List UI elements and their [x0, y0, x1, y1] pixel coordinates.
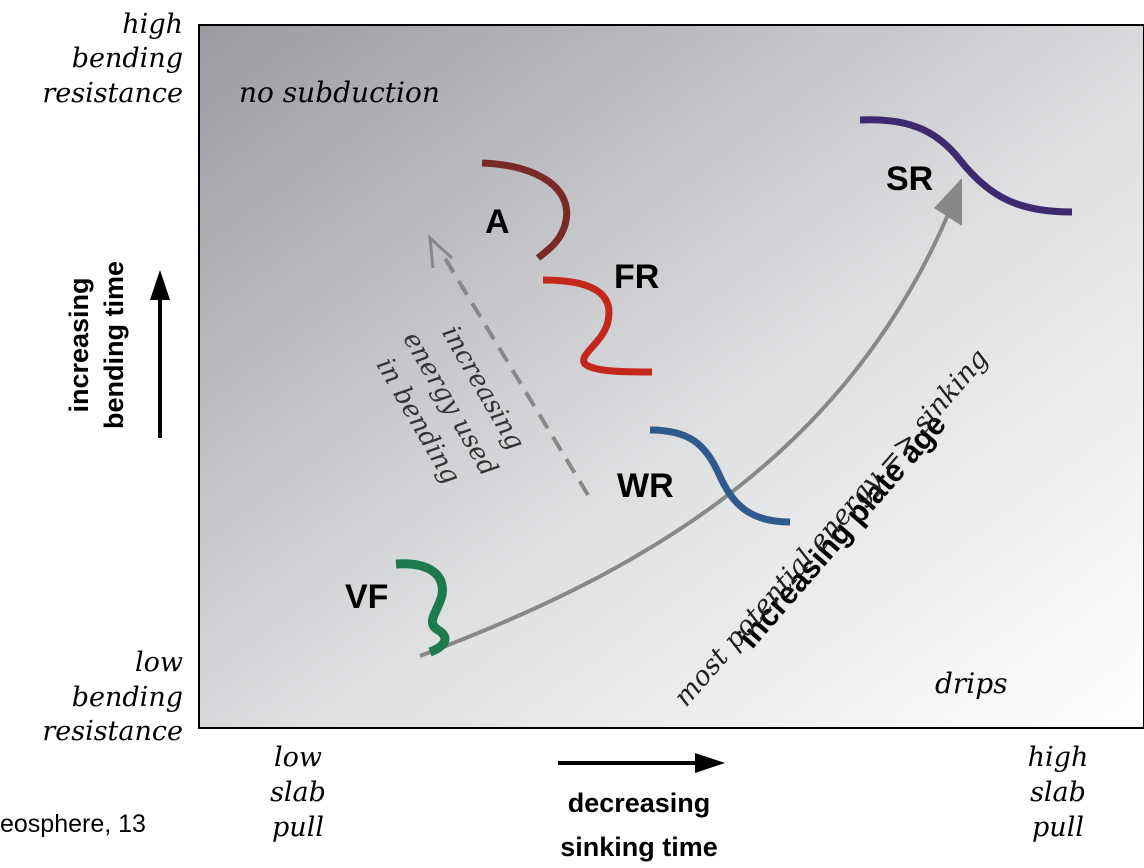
- slab-vf-curve: [395, 559, 450, 657]
- x-left-line-3: pull: [272, 812, 324, 843]
- plate-age-arrow: [419, 178, 962, 658]
- y-axis-bottom-label: low bending resistance: [42, 647, 183, 747]
- y-axis-up-arrow: [150, 270, 170, 438]
- y-top-line-2: bending: [72, 43, 183, 74]
- y-direction-line-2: bending time: [99, 261, 129, 429]
- x-direction-line-1: decreasing: [568, 788, 711, 818]
- y-axis-top-label: high bending resistance: [42, 9, 183, 109]
- x-axis-right-arrow: [558, 753, 725, 773]
- slab-vf-label: VF: [345, 578, 388, 616]
- y-axis-direction-label: increasing bending time: [64, 261, 129, 429]
- energy-dashed-arrow: [428, 234, 590, 497]
- y-bottom-line-2: bending: [72, 682, 183, 713]
- no-subduction-label: no subduction: [239, 76, 440, 109]
- x-axis-right-label: high slab pull: [1028, 742, 1089, 843]
- x-left-line-2: slab: [270, 777, 326, 808]
- slab-a-label: A: [485, 203, 510, 241]
- slab-wr-curve: [649, 426, 791, 526]
- x-right-line-2: slab: [1030, 777, 1086, 808]
- y-bottom-line-3: resistance: [42, 716, 183, 747]
- x-axis-direction-label: decreasing sinking time: [560, 788, 718, 862]
- x-right-line-1: high: [1028, 742, 1089, 773]
- slab-fr-curve: [542, 276, 653, 376]
- slab-a-curve: [481, 159, 571, 261]
- x-left-line-1: low: [274, 742, 322, 773]
- slab-wr-label: WR: [617, 467, 674, 505]
- drips-label: drips: [935, 667, 1008, 700]
- slab-fr-label: FR: [614, 258, 659, 296]
- slab-sr-curve: [859, 116, 1073, 216]
- x-axis-left-label: low slab pull: [270, 742, 326, 843]
- y-top-line-1: high: [122, 9, 183, 40]
- y-top-line-3: resistance: [42, 78, 183, 109]
- x-right-line-3: pull: [1032, 812, 1084, 843]
- slab-sr-label: SR: [886, 160, 933, 198]
- y-direction-line-1: increasing: [64, 277, 94, 412]
- diagram-panel: [198, 24, 1144, 729]
- x-direction-line-2: sinking time: [560, 832, 718, 862]
- y-bottom-line-1: low: [135, 647, 183, 678]
- citation-fragment: eosphere, 13: [0, 810, 146, 838]
